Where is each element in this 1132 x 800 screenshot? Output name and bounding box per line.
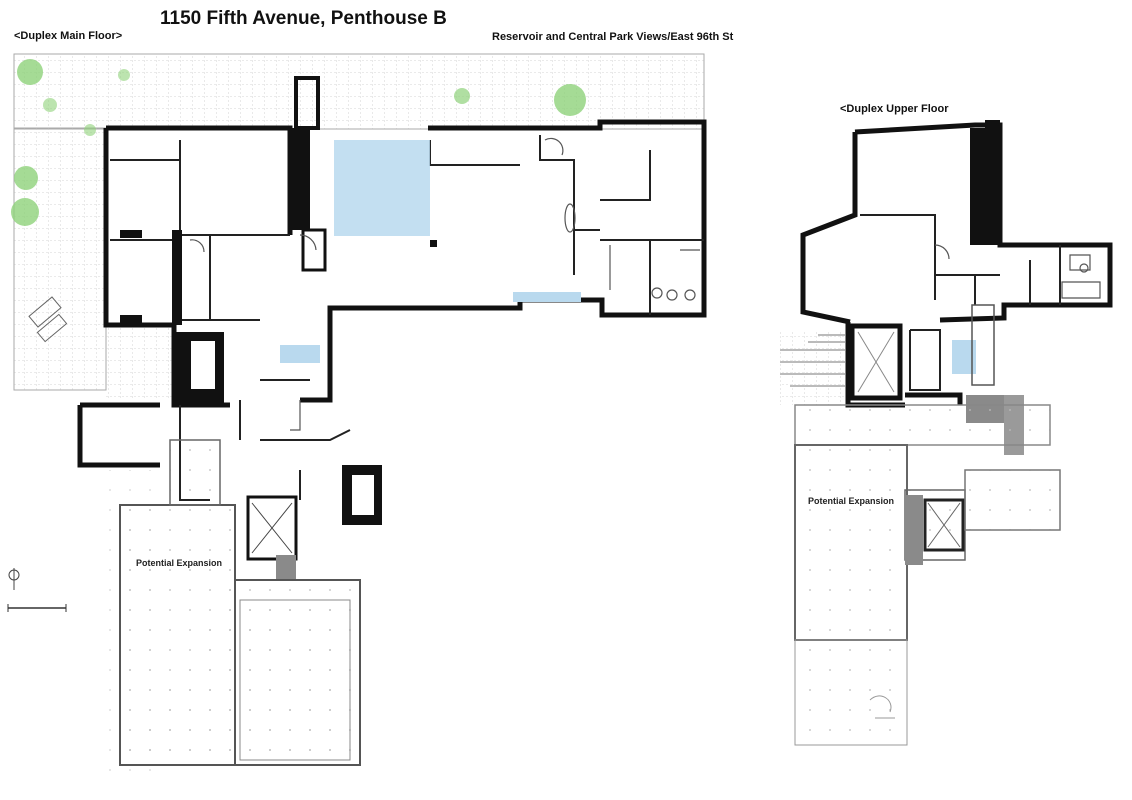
tree <box>14 166 38 190</box>
tree <box>43 98 57 112</box>
potential-expansion-main-label: Potential Expansion <box>136 558 222 568</box>
tree <box>84 124 96 136</box>
upper-floor-plan: Potential Expansion <box>780 120 1113 746</box>
main-floor-plan: Potential Expansion <box>7 53 707 780</box>
views-label: Reservoir and Central Park Views/East 96… <box>492 31 734 43</box>
tree <box>454 88 470 104</box>
window-glass <box>513 292 581 302</box>
tree <box>11 198 39 226</box>
tree <box>17 59 43 85</box>
potential-expansion-upper: Potential Expansion <box>794 404 1061 746</box>
page-title: 1150 Fifth Avenue, Penthouse B <box>160 8 447 29</box>
main-floor-label: <Duplex Main Floor> <box>14 30 123 42</box>
potential-expansion-upper-label: Potential Expansion <box>808 496 894 506</box>
potential-expansion-main: Potential Expansion <box>108 439 361 780</box>
stair-glass <box>280 345 320 363</box>
terrace-north <box>13 53 705 130</box>
upper-floor-label: <Duplex Upper Floor <box>840 103 949 115</box>
dining-room-glass <box>334 140 430 236</box>
compass-icon <box>7 568 67 612</box>
tree <box>118 69 130 81</box>
tree <box>554 84 586 116</box>
